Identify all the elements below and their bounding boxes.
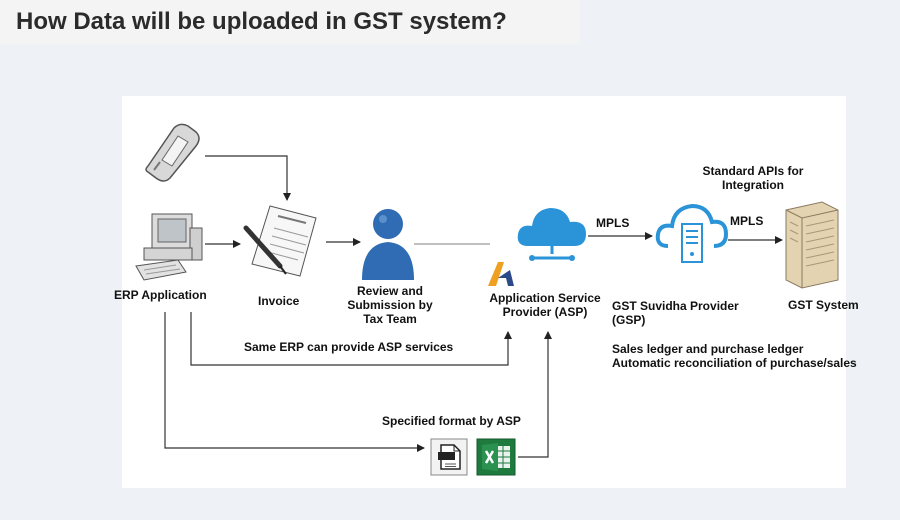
excel-file-icon <box>476 438 516 476</box>
invoice-document-icon <box>240 200 326 282</box>
gsp-label: GST Suvidha Provider (GSP) <box>612 299 739 327</box>
invoice-label: Invoice <box>258 294 300 308</box>
standard-apis-label: Standard APIs for Integration <box>702 164 804 192</box>
cloud-outline-server-icon <box>654 198 730 266</box>
gsp-services-note: Sales ledger and purchase ledger Automat… <box>612 342 857 370</box>
title-bar <box>0 0 580 44</box>
review-submission-label: Review and Submission by Tax Team <box>347 284 433 326</box>
erp-to-format-arrow <box>164 312 425 452</box>
tax-team-person-icon <box>356 204 420 282</box>
asp-label: Application Service Provider (ASP) <box>489 291 601 319</box>
server-tower-icon <box>782 200 842 290</box>
format-to-asp-arrow <box>518 331 552 458</box>
diagram-panel <box>122 96 846 488</box>
phone-to-invoice-arrow <box>205 155 291 201</box>
desktop-computer-icon <box>132 210 206 284</box>
asp-logo-icon <box>484 258 516 288</box>
mobile-phone-icon <box>140 120 206 186</box>
mpls-label-asp-gsp: MPLS <box>596 216 630 230</box>
page-title: How Data will be uploaded in GST system? <box>16 8 507 35</box>
specified-format-label: Specified format by ASP <box>382 414 521 428</box>
mpls-label-gsp-gst: MPLS <box>730 214 764 228</box>
gst-system-label: GST System <box>788 298 859 312</box>
erp-application-label: ERP Application <box>114 288 207 302</box>
erp-to-asp-same-erp-arrow <box>190 312 512 366</box>
cloud-server-icon <box>514 200 590 268</box>
csv-file-icon <box>430 438 468 476</box>
same-erp-label: Same ERP can provide ASP services <box>244 340 454 354</box>
